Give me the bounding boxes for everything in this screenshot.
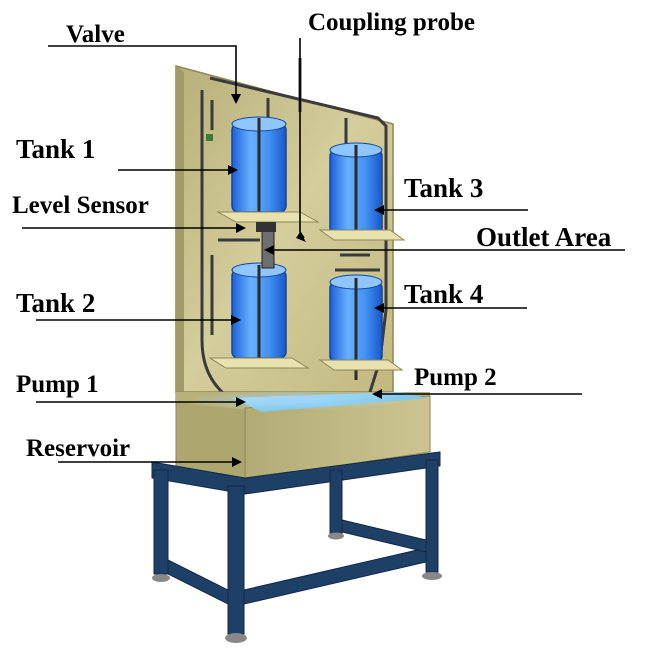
level-sensors — [257, 118, 358, 380]
label-tank-1: Tank 1 — [16, 134, 96, 164]
label-pump-2: Pump 2 — [414, 364, 497, 391]
label-level-sensor: Level Sensor — [12, 192, 149, 219]
stand — [151, 451, 441, 635]
label-valve: Valve — [66, 21, 125, 48]
indicator-light-icon — [206, 134, 213, 141]
leader-arrowheads — [228, 94, 384, 467]
label-tank-4: Tank 4 — [404, 279, 484, 309]
label-coupling-probe: Coupling probe — [308, 9, 475, 36]
label-outlet-area: Outlet Area — [476, 222, 612, 252]
label-pump-1: Pump 1 — [16, 371, 99, 398]
outlet-platforms — [208, 211, 406, 371]
label-reservoir: Reservoir — [26, 435, 131, 462]
label-tank-3: Tank 3 — [404, 173, 484, 203]
label-tank-2: Tank 2 — [16, 288, 96, 318]
stand-feet — [152, 532, 442, 643]
leader-lines — [22, 38, 625, 463]
